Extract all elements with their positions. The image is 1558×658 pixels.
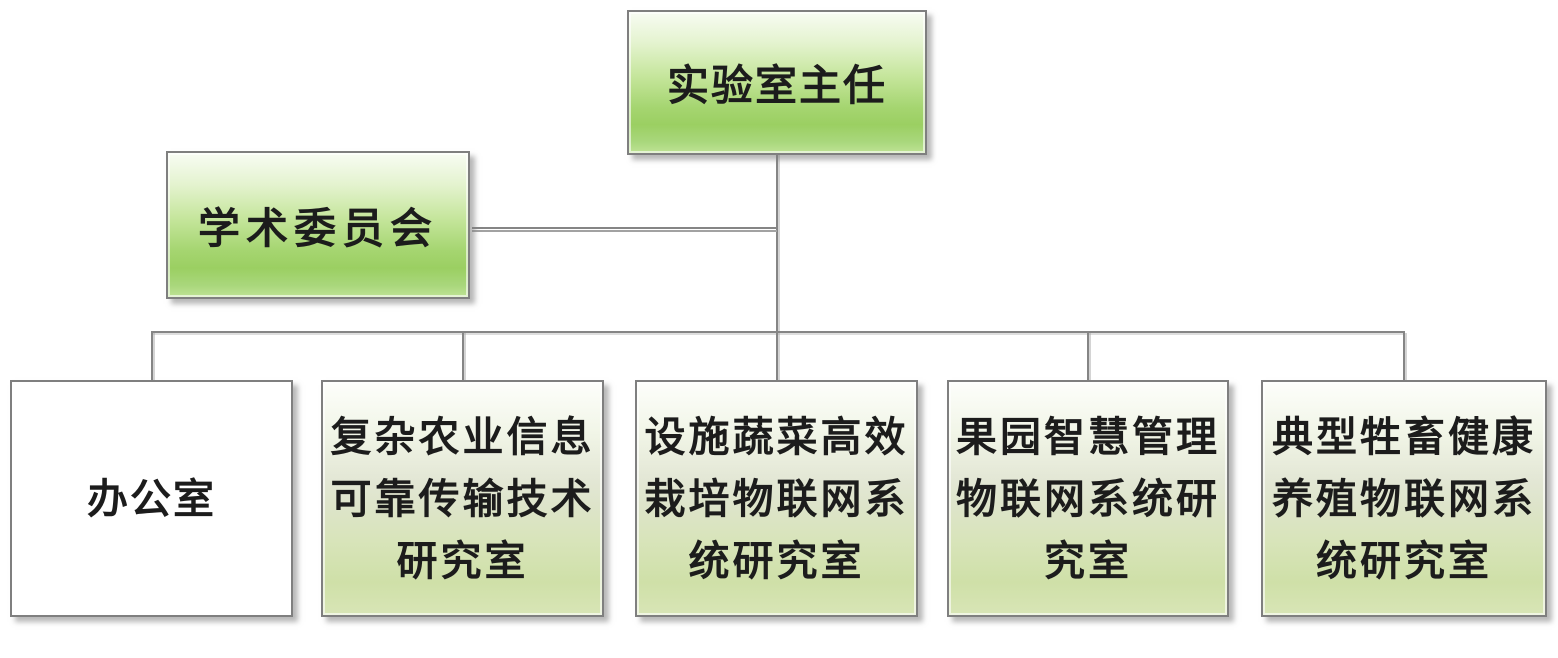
node-research-room-2: 设施蔬菜高效栽培物联网系统研究室 xyxy=(635,380,918,617)
connector-drop-office xyxy=(151,333,153,381)
node-lab-director-label: 实验室主任 xyxy=(666,61,887,110)
connector-drop-dept-3 xyxy=(1087,333,1089,381)
node-research-room-3: 果园智慧管理物联网系统研究室 xyxy=(947,380,1229,617)
node-research-room-3-label: 果园智慧管理物联网系统研究室 xyxy=(956,412,1220,585)
node-academic-committee: 学术委员会 xyxy=(166,151,470,299)
node-research-room-1-label: 复杂农业信息可靠传输技术研究室 xyxy=(330,412,595,585)
node-office-label: 办公室 xyxy=(87,474,216,523)
connector-departments-bar xyxy=(151,331,1405,333)
node-research-room-1: 复杂农业信息可靠传输技术研究室 xyxy=(321,380,604,617)
connector-root-vertical xyxy=(776,155,778,333)
node-office: 办公室 xyxy=(10,380,293,617)
node-research-room-4-label: 典型牲畜健康养殖物联网系统研究室 xyxy=(1272,412,1536,585)
node-lab-director: 实验室主任 xyxy=(627,10,927,155)
connector-drop-dept-1 xyxy=(462,333,464,381)
node-research-room-4: 典型牲畜健康养殖物联网系统研究室 xyxy=(1261,380,1547,617)
node-research-room-2-label: 设施蔬菜高效栽培物联网系统研究室 xyxy=(644,412,909,585)
connector-drop-dept-2 xyxy=(776,333,778,381)
connector-committee-horizontal xyxy=(472,227,777,229)
connector-drop-dept-4 xyxy=(1403,333,1405,381)
node-academic-committee-label: 学术委员会 xyxy=(197,203,438,253)
